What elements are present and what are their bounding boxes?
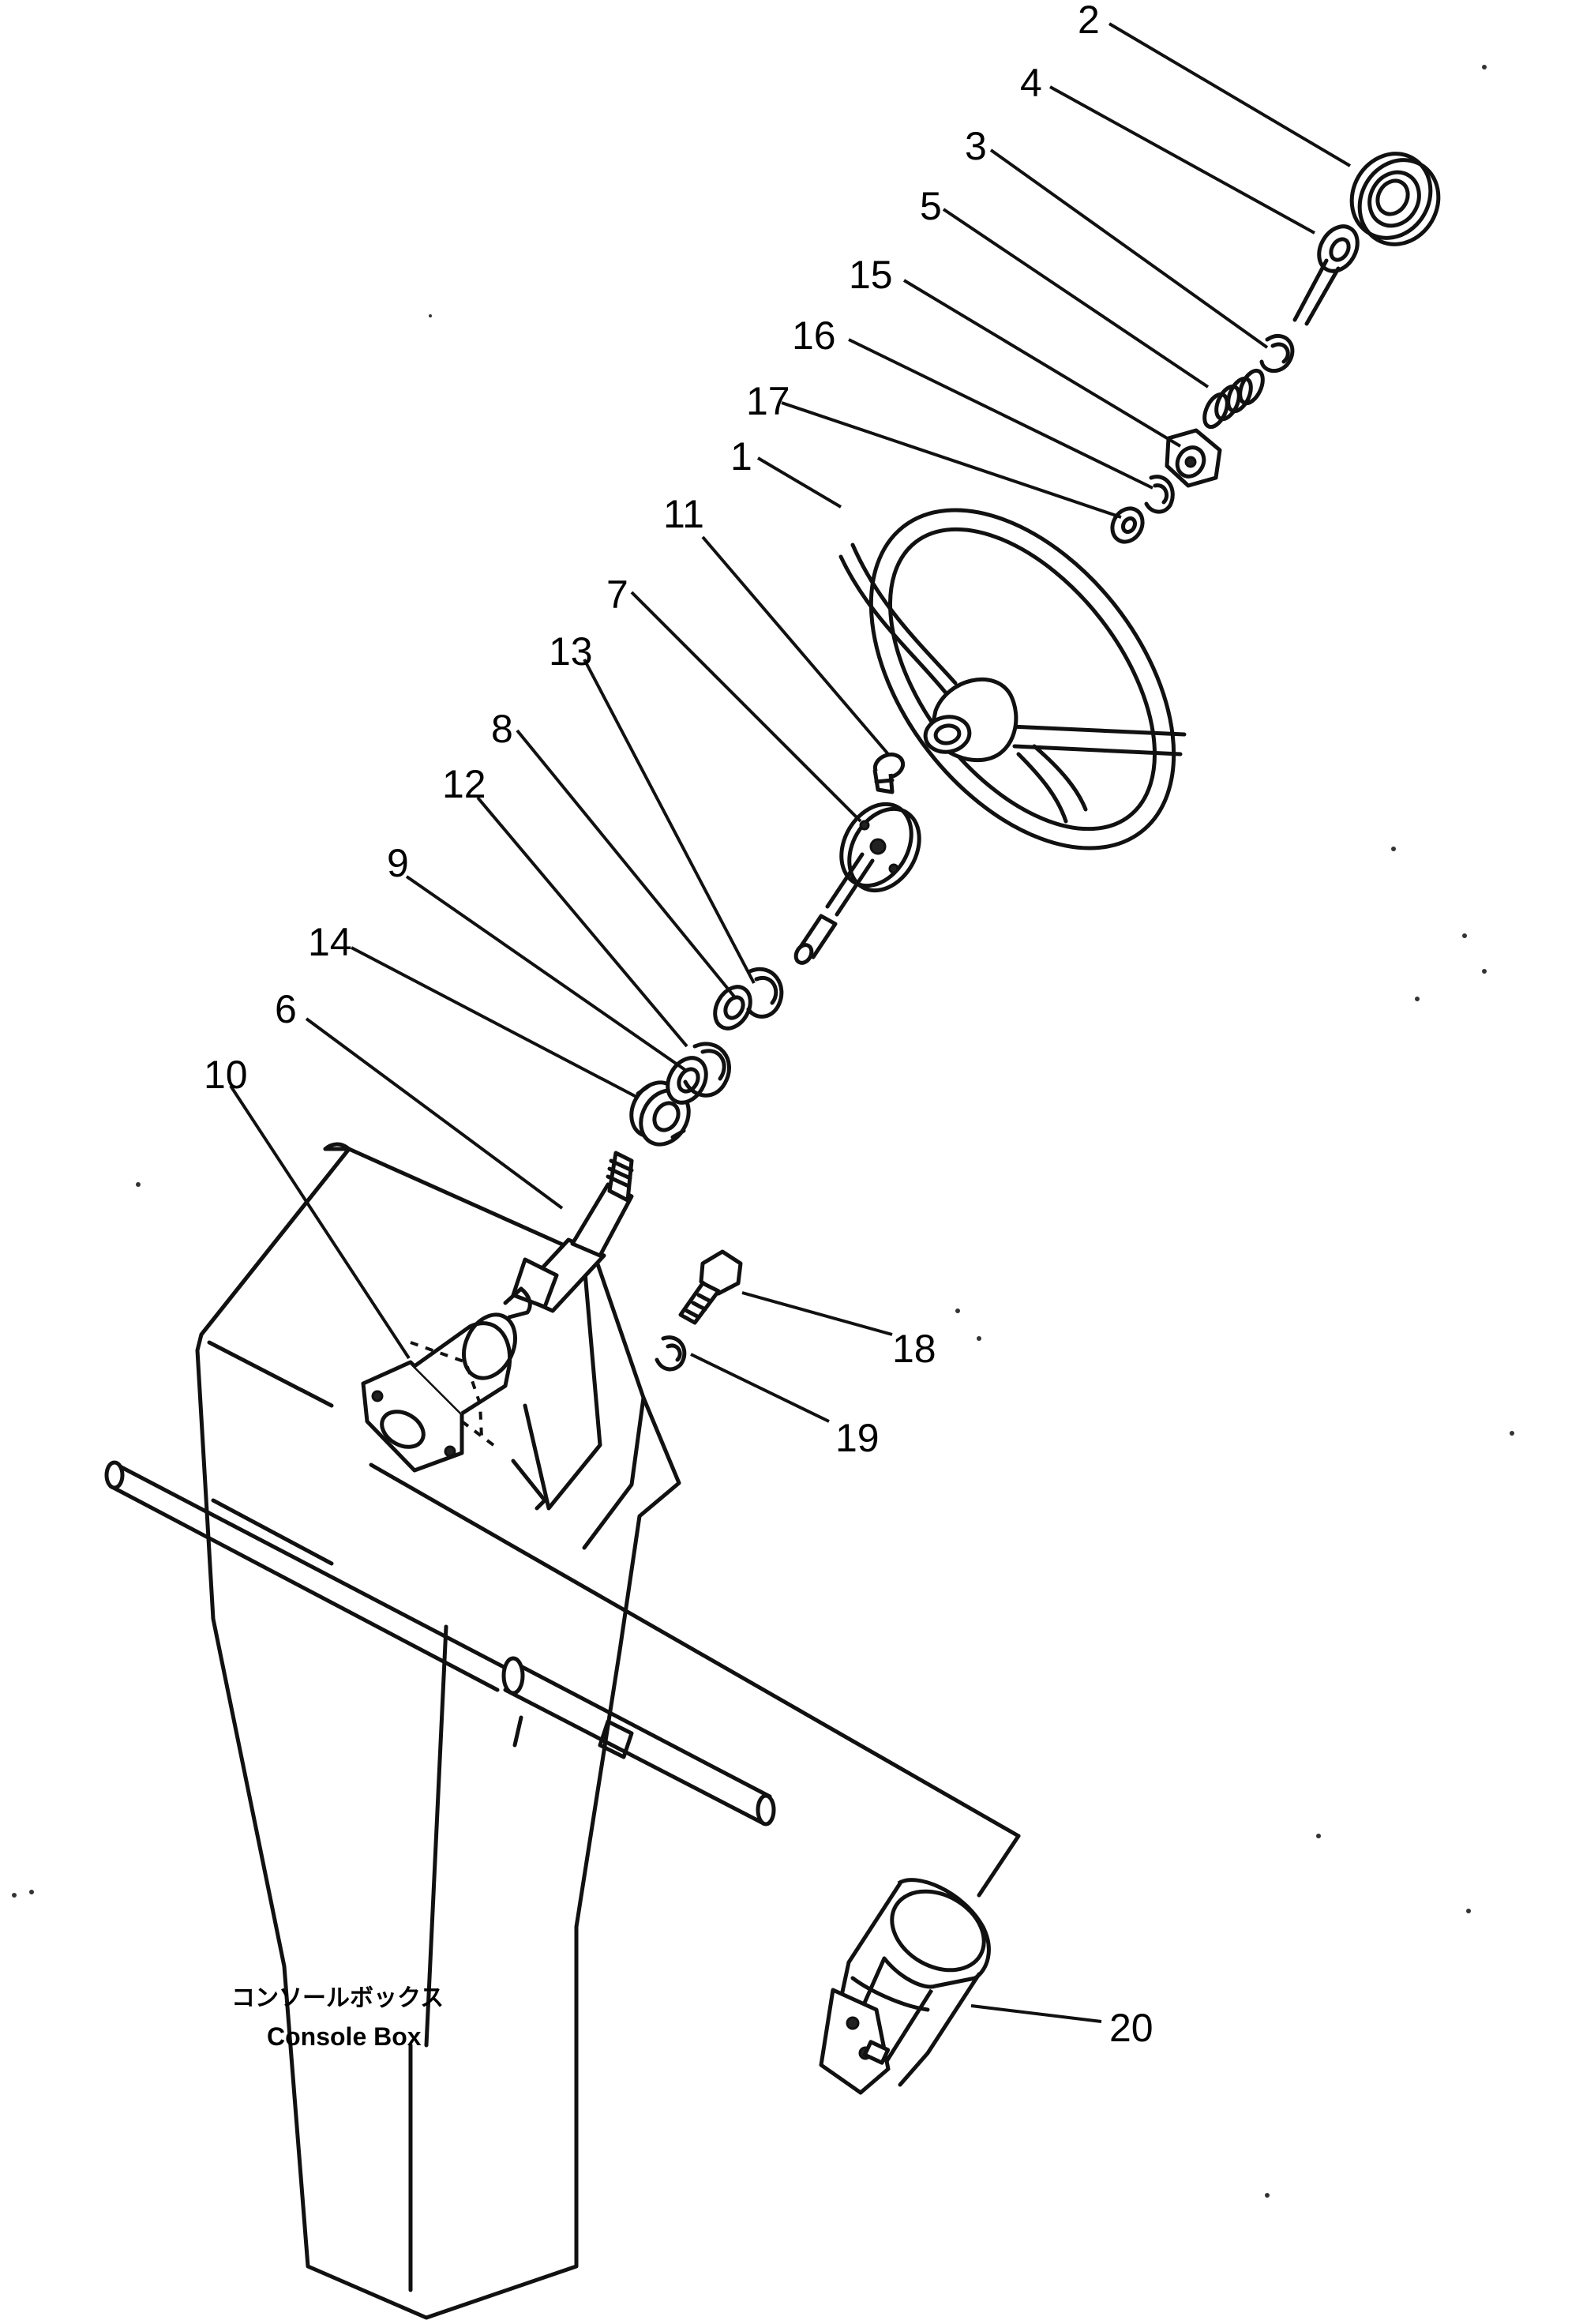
callout-13: 13 bbox=[549, 629, 593, 674]
part-4-horn-button-pin bbox=[1292, 224, 1360, 326]
callout-14: 14 bbox=[308, 920, 352, 964]
part-10-column-housing bbox=[361, 1312, 517, 1473]
washers-and-snap-rings bbox=[666, 967, 784, 1105]
part-11-bolt bbox=[872, 752, 906, 794]
part-15-spring bbox=[1202, 368, 1265, 430]
part-6-steering-shaft bbox=[503, 1151, 634, 1320]
callout-3: 3 bbox=[965, 124, 987, 168]
callout-2: 2 bbox=[1078, 0, 1100, 42]
callout-18: 18 bbox=[892, 1327, 936, 1371]
part-19-washer bbox=[655, 1335, 687, 1372]
callout-6: 6 bbox=[275, 987, 297, 1031]
scan-specks bbox=[12, 65, 1514, 2198]
part-7-hub-plate bbox=[793, 802, 921, 965]
callout-1: 1 bbox=[730, 434, 752, 479]
callout-numbers: 2 4 3 5 15 16 17 1 11 7 13 8 12 9 14 6 1… bbox=[204, 0, 1153, 2050]
leader-lines bbox=[229, 22, 1352, 2023]
part-14-bearing bbox=[629, 1080, 691, 1147]
callout-5: 5 bbox=[920, 184, 942, 228]
part-3-snap-ring bbox=[1259, 333, 1295, 374]
part-18-bolt bbox=[678, 1249, 743, 1325]
console-box bbox=[195, 1142, 1021, 2320]
callout-11: 11 bbox=[663, 492, 704, 536]
callout-8: 8 bbox=[491, 707, 513, 751]
callout-10: 10 bbox=[204, 1053, 248, 1097]
callout-12: 12 bbox=[442, 762, 486, 806]
callout-9: 9 bbox=[387, 841, 409, 885]
part-5-nut bbox=[1165, 428, 1222, 488]
console-box-label-en: Console Box bbox=[267, 2022, 422, 2051]
part-16-lock-washer bbox=[1144, 475, 1175, 514]
part-20-switch-assembly bbox=[819, 1834, 1021, 2095]
callout-15: 15 bbox=[849, 253, 893, 297]
part-1-steering-wheel bbox=[838, 508, 1187, 850]
callout-7: 7 bbox=[606, 573, 628, 617]
callout-20: 20 bbox=[1109, 2006, 1153, 2050]
part-2-horn-cap bbox=[1349, 152, 1441, 246]
callout-17: 17 bbox=[746, 379, 790, 423]
console-box-label-ja: コンソールボックス bbox=[231, 1985, 444, 2011]
callout-19: 19 bbox=[835, 1416, 880, 1460]
part-17-washer bbox=[1110, 506, 1145, 544]
through-bar bbox=[104, 1460, 776, 1827]
callout-4: 4 bbox=[1020, 61, 1042, 105]
callout-16: 16 bbox=[792, 313, 836, 358]
